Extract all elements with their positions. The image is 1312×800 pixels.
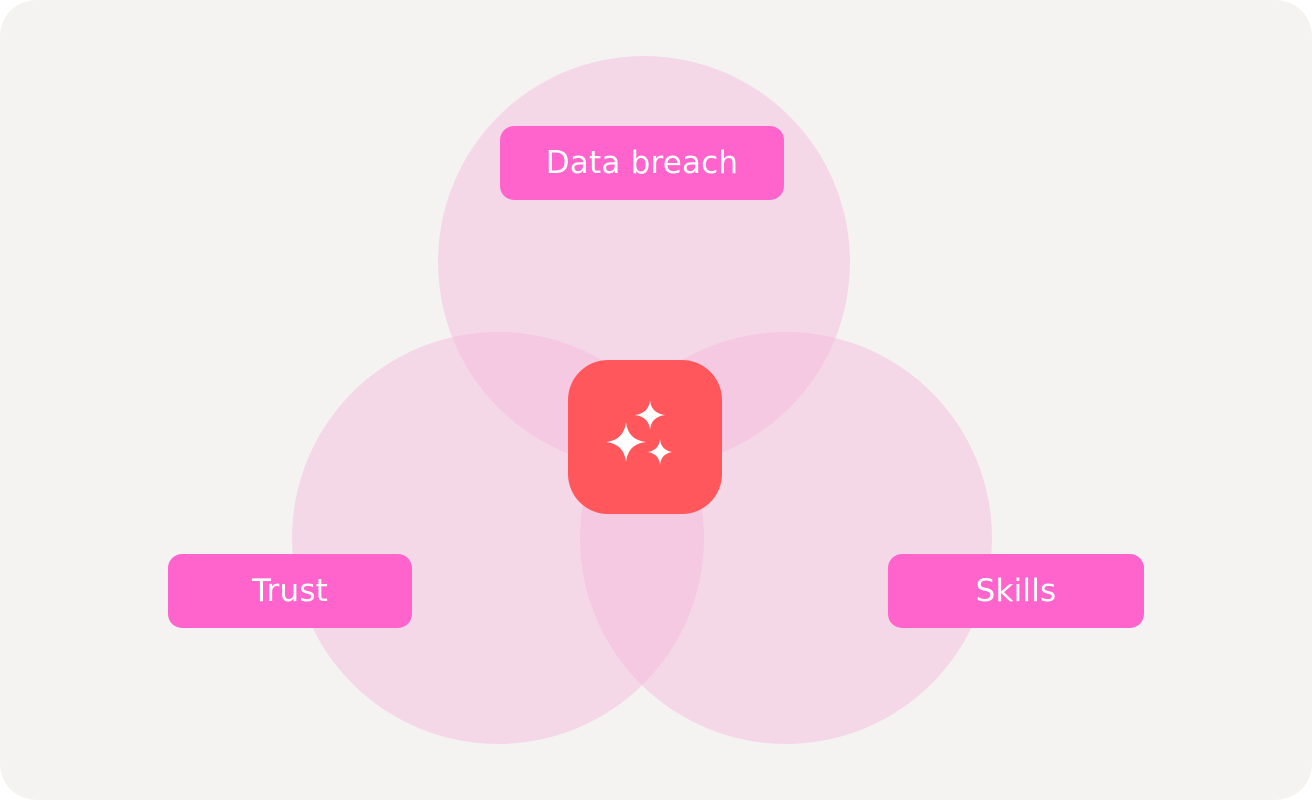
- center-badge: [568, 360, 722, 514]
- sparkles-icon: [606, 400, 672, 465]
- label-data-breach: Data breach: [500, 126, 784, 200]
- label-skills: Skills: [888, 554, 1144, 628]
- label-trust: Trust: [168, 554, 412, 628]
